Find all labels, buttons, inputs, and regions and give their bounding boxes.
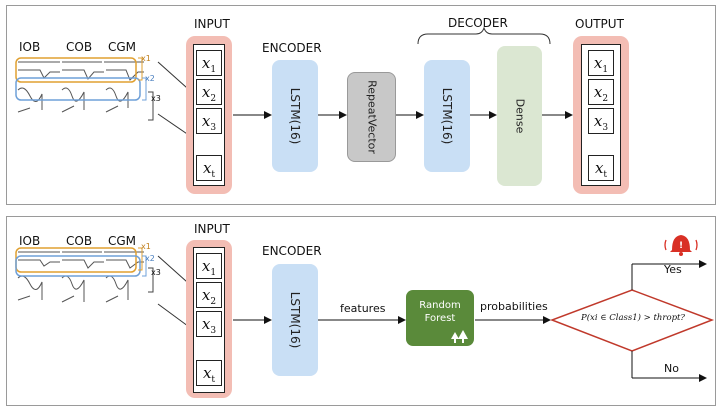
bottom-encoder-title: ENCODER (262, 244, 322, 258)
bottom-brace-x1 (138, 247, 143, 271)
repeat-vector-label: RepeatVector (365, 80, 378, 154)
top-input-x2-sub: 2 (210, 94, 217, 104)
top-input-x1-sub: 1 (210, 65, 217, 75)
bottom-input-x2-sub: 2 (210, 297, 217, 307)
output-x2-sub: 2 (602, 94, 609, 104)
top-encoder-lstm: LSTM(16) (272, 60, 318, 172)
random-forest-block: Random Forest (406, 290, 474, 346)
no-label: No (664, 362, 679, 375)
top-input-xt: xt (196, 155, 222, 181)
bottom-input-x3: x3 (196, 311, 222, 337)
decoder-lstm: LSTM(16) (424, 60, 470, 172)
random-forest-label: Random Forest (419, 300, 461, 324)
bottom-cob-label: COB (66, 234, 93, 248)
output-x3-sub: 3 (602, 123, 609, 133)
top-input-x3-var: x (201, 112, 211, 130)
output-title: OUTPUT (575, 17, 624, 31)
bottom-brace-x3 (148, 267, 154, 293)
output-x1-var: x (593, 54, 603, 72)
bottom-time-series (17, 251, 144, 303)
output-box: x1 x2 x3 xt (573, 36, 629, 194)
bottom-input-xt-sub: t (211, 375, 216, 385)
output-xt: xt (588, 155, 614, 181)
iob-label: IOB (19, 40, 41, 54)
top-input-box: x1 x2 x3 xt (186, 36, 232, 194)
output-x3: x3 (588, 108, 614, 134)
top-input-x2: x2 (196, 79, 222, 105)
svg-text:!: ! (679, 241, 683, 251)
bottom-input-x3-var: x (201, 315, 211, 333)
repeat-vector-block: RepeatVector (347, 72, 396, 162)
top-time-series (17, 61, 144, 113)
bottom-input-x1-sub: 1 (210, 268, 217, 278)
bottom-brace-x2 (142, 255, 147, 277)
output-xt-sub: t (603, 170, 608, 180)
top-input-x1-var: x (201, 54, 211, 72)
decoder-title: DECODER (448, 16, 508, 30)
top-input-title: INPUT (194, 17, 230, 31)
top-input-xt-sub: t (211, 170, 216, 180)
top-brace-x2 (142, 77, 147, 101)
decision-text: P(xi ∈ Class1) > thropt? (581, 313, 685, 323)
bottom-input-x2-var: x (201, 286, 211, 304)
top-brace-x1 (138, 57, 143, 81)
dense-label: Dense (513, 98, 526, 134)
bottom-bracket-x2-label: x2 (145, 254, 155, 263)
top-window-x1 (15, 57, 137, 83)
features-label: features (340, 302, 386, 315)
output-x1-sub: 1 (602, 65, 609, 75)
alarm-bell-icon: ! (664, 235, 698, 256)
top-input-x2-var: x (201, 83, 211, 101)
top-input-x3: x3 (196, 108, 222, 134)
bottom-cgm-label: CGM (108, 234, 137, 248)
yes-label: Yes (664, 263, 682, 276)
output-xt-var: x (594, 159, 604, 177)
bottom-iob-label: IOB (19, 234, 41, 248)
bottom-input-title: INPUT (194, 222, 230, 236)
top-encoder-title: ENCODER (262, 41, 322, 55)
top-input-xt-var: x (202, 159, 212, 177)
cob-label: COB (66, 40, 93, 54)
bottom-bracket-x3-label: x3 (151, 268, 161, 277)
top-brace-x3 (148, 91, 154, 121)
top-input-frame: x1 x2 x3 xt (193, 44, 225, 186)
output-x3-var: x (593, 112, 603, 130)
tree-icon (451, 330, 468, 343)
top-bracket-x1-label: x1 (141, 54, 151, 63)
bottom-input-xt-var: x (202, 364, 212, 382)
cgm-label: CGM (108, 40, 137, 54)
bottom-input-x1-var: x (201, 257, 211, 275)
bottom-input-box: x1 x2 x3 xt (186, 240, 232, 398)
decoder-brace (417, 26, 551, 45)
top-input-x1: x1 (196, 50, 222, 76)
dense-block: Dense (497, 46, 542, 186)
top-window-x2 (15, 77, 141, 101)
output-x1: x1 (588, 50, 614, 76)
bottom-input-x1: x1 (196, 253, 222, 279)
top-bracket-x3-label: x3 (151, 94, 161, 103)
output-x2-var: x (593, 83, 603, 101)
bottom-input-xt: xt (196, 360, 222, 386)
output-frame: x1 x2 x3 xt (581, 44, 621, 186)
top-bracket-x2-label: x2 (145, 74, 155, 83)
bottom-input-x2: x2 (196, 282, 222, 308)
probabilities-label: probabilities (480, 300, 548, 313)
top-input-x3-sub: 3 (210, 123, 217, 133)
top-encoder-lstm-label: LSTM(16) (288, 87, 302, 145)
output-x2: x2 (588, 79, 614, 105)
bottom-window-x2 (15, 255, 141, 277)
bottom-input-x3-sub: 3 (210, 326, 217, 336)
bottom-encoder-lstm-label: LSTM(16) (288, 291, 302, 349)
bottom-bracket-x1-label: x1 (141, 242, 151, 251)
bottom-encoder-lstm: LSTM(16) (272, 264, 318, 376)
bottom-input-frame: x1 x2 x3 xt (193, 247, 225, 393)
decoder-lstm-label: LSTM(16) (440, 87, 454, 145)
